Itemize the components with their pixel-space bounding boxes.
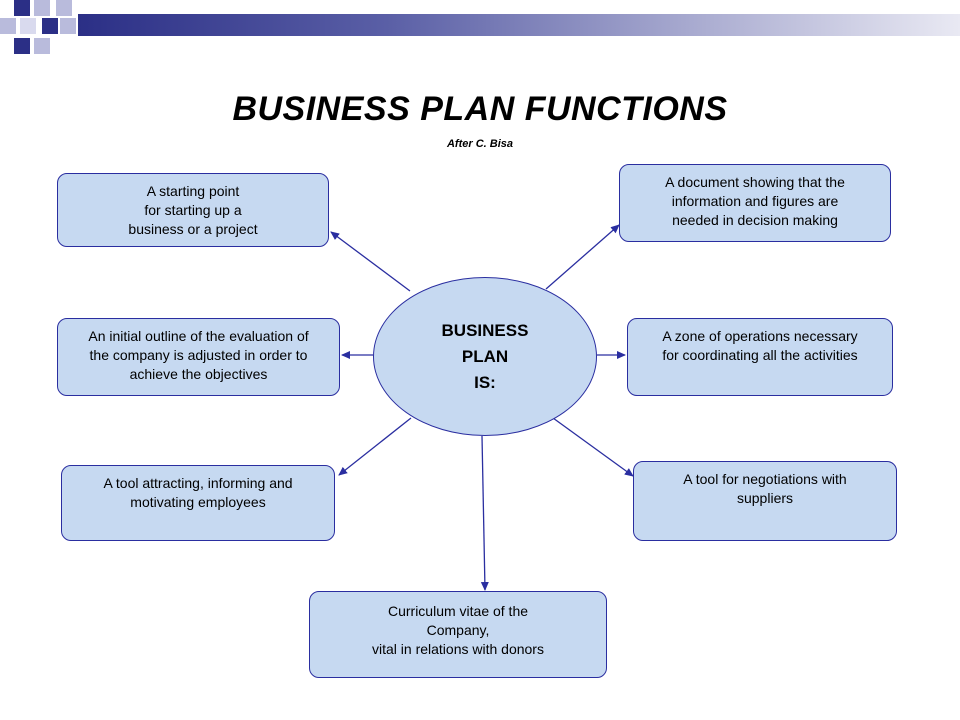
- box-line: vital in relations with donors: [372, 641, 544, 657]
- box-line: business or a project: [128, 221, 258, 237]
- deco-square-6: [42, 18, 58, 34]
- box-attracting-employees: A tool attracting, informing and motivat…: [61, 465, 335, 541]
- deco-square-7: [60, 18, 76, 34]
- page-subtitle: After C. Bisa: [446, 138, 514, 150]
- box-curriculum-vitae: Curriculum vitae of the Company, vital i…: [309, 591, 607, 678]
- box-line: A document showing that the: [665, 174, 845, 190]
- arrow-to-bottom: [480, 435, 489, 591]
- center-line-1: BUSINESS: [441, 320, 529, 340]
- box-line: Company,: [426, 622, 490, 638]
- deco-square-9: [34, 38, 50, 54]
- deco-square-2: [34, 0, 50, 16]
- box-initial-outline: An initial outline of the evaluation of …: [57, 318, 340, 396]
- arrow-to-top-right: [545, 224, 620, 290]
- deco-square-8: [14, 38, 30, 54]
- box-line: An initial outline of the evaluation of: [88, 328, 309, 344]
- box-line: for coordinating all the activities: [662, 347, 858, 363]
- center-line-2: PLAN: [461, 346, 509, 366]
- box-line: needed in decision making: [672, 212, 838, 228]
- box-line: information and figures are: [671, 193, 839, 209]
- arrow-to-top-left: [330, 231, 411, 292]
- header-gradient-bar: [78, 14, 960, 36]
- box-zone-of-operations: A zone of operations necessary for coord…: [627, 318, 893, 396]
- box-line: the company is adjusted in order to: [89, 347, 308, 363]
- center-node: BUSINESS PLAN IS:: [373, 277, 597, 436]
- box-line: for starting up a: [144, 202, 242, 218]
- box-line: A zone of operations necessary: [662, 328, 858, 344]
- arrow-to-low-right: [552, 417, 634, 477]
- deco-square-1: [14, 0, 30, 16]
- box-starting-point: A starting point for starting up a busin…: [57, 173, 329, 247]
- deco-square-5: [20, 18, 36, 34]
- center-line-3: IS:: [474, 372, 496, 392]
- deco-square-3: [56, 0, 72, 16]
- deco-square-4: [0, 18, 16, 34]
- box-line: motivating employees: [130, 494, 266, 510]
- box-line: A tool attracting, informing and: [103, 475, 293, 491]
- arrow-to-low-left: [338, 417, 412, 476]
- box-line: Curriculum vitae of the: [387, 603, 529, 619]
- box-line: suppliers: [736, 490, 794, 506]
- box-line: A starting point: [146, 183, 240, 199]
- box-negotiations-suppliers: A tool for negotiations with suppliers: [633, 461, 897, 541]
- box-line: achieve the objectives: [129, 366, 268, 382]
- box-decision-document: A document showing that the information …: [619, 164, 891, 242]
- page-title: BUSINESS PLAN FUNCTIONS: [232, 90, 728, 128]
- box-line: A tool for negotiations with: [683, 471, 847, 487]
